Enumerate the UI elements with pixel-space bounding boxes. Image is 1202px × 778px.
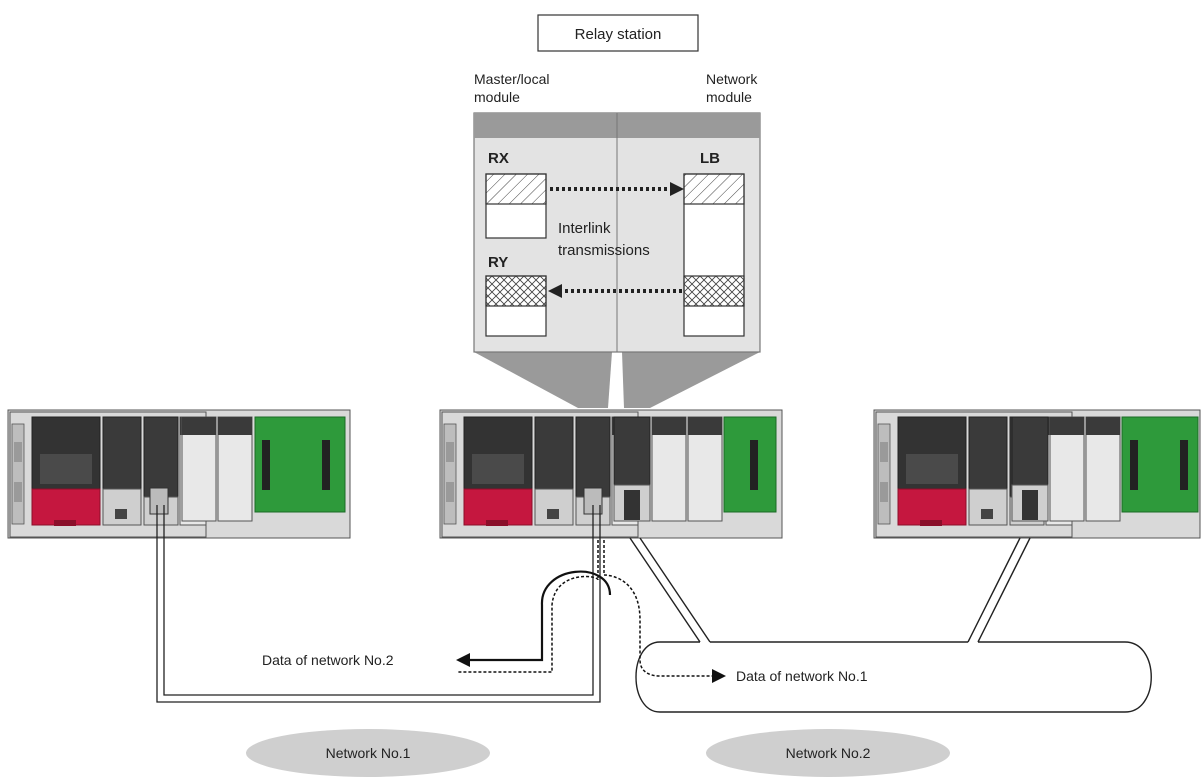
network2-cable [629, 537, 1152, 713]
network1-data-label: Data of network No.1 [736, 668, 868, 684]
network-module-label-line2: module [706, 89, 752, 105]
interlink-arrow-rx-to-lb [550, 182, 684, 196]
lb-label: LB [700, 150, 720, 167]
network2-data-label: Data of network No.2 [262, 652, 394, 668]
network2-data-dashed [458, 540, 599, 673]
ry-device-block [485, 275, 547, 337]
zoom-callout-left [474, 352, 612, 408]
plc-rack-center [439, 409, 783, 539]
interlink-label-line1: Interlink [558, 220, 611, 237]
relay-station-title-box [537, 14, 699, 52]
network1-cable [156, 505, 601, 703]
network-no1-label: Network No.1 [326, 745, 411, 761]
network-no1-ellipse [246, 729, 490, 777]
lb-device-block [683, 173, 745, 337]
relay-station-title: Relay station [575, 26, 662, 43]
interlink-arrow-lb-to-ry [548, 284, 682, 298]
network1-data-flow [603, 540, 726, 683]
zoom-callout-right [622, 352, 760, 408]
master-local-module-label-line1: Master/local [474, 71, 549, 87]
network-module-label-line1: Network [706, 71, 758, 87]
rx-device-block [485, 173, 547, 239]
ry-label: RY [488, 254, 508, 271]
network-no2-label: Network No.2 [786, 745, 871, 761]
interlink-label-line2: transmissions [558, 242, 650, 259]
plc-rack-left [7, 409, 351, 539]
network2-data-flow [456, 570, 612, 667]
network-no2-ellipse [706, 729, 950, 777]
plc-rack-right [873, 409, 1201, 539]
rx-label: RX [488, 150, 509, 167]
master-local-module-label-line2: module [474, 89, 520, 105]
